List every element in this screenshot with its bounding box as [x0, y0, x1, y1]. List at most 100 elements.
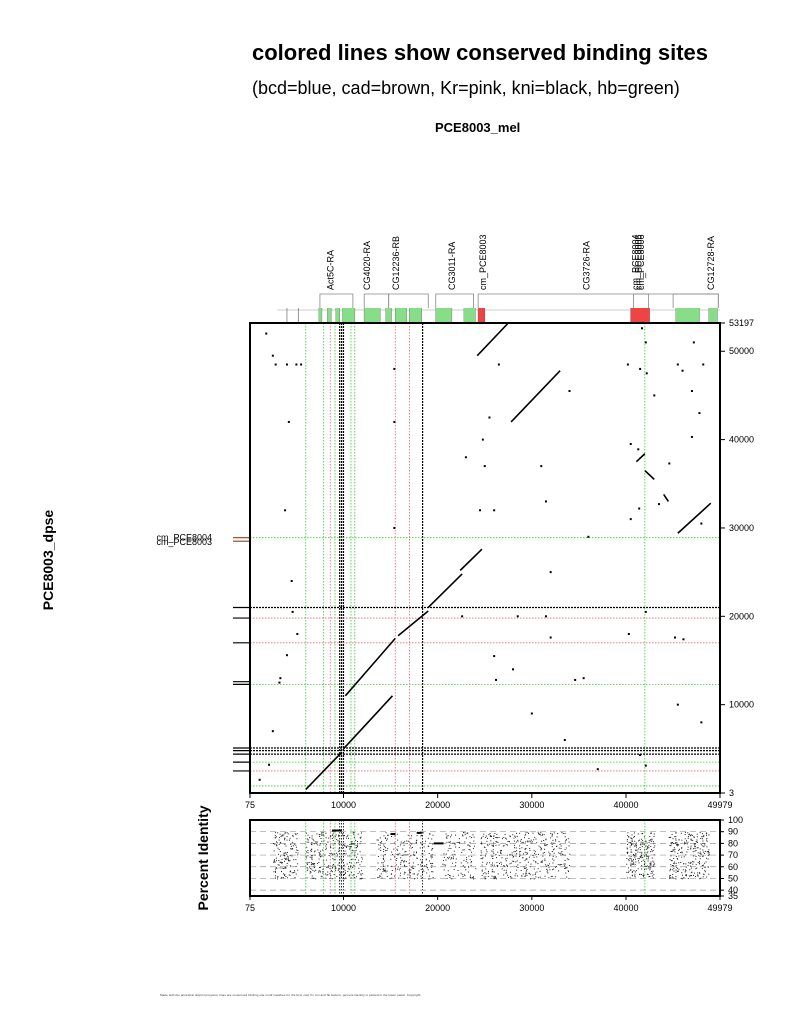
identity-dot — [309, 872, 311, 874]
identity-dot — [481, 870, 483, 872]
alignment-dot — [464, 456, 467, 459]
identity-dot — [417, 864, 419, 866]
identity-dot — [346, 837, 348, 839]
identity-dot — [274, 843, 276, 845]
identity-dot — [691, 875, 693, 877]
identity-dot — [690, 839, 692, 841]
identity-dot — [425, 858, 427, 860]
identity-dot — [690, 845, 692, 847]
identity-dot — [344, 870, 346, 872]
identity-dot — [689, 835, 691, 837]
identity-dot — [692, 863, 694, 865]
identity-dot — [426, 866, 428, 868]
identity-dot — [453, 869, 455, 871]
identity-dot — [331, 878, 333, 880]
identity-dot — [283, 855, 285, 857]
identity-dot — [653, 865, 655, 867]
identity-dot — [522, 853, 524, 855]
identity-dot — [639, 873, 641, 875]
identity-dot — [306, 841, 308, 843]
identity-dot — [294, 877, 296, 879]
identity-dot — [445, 859, 447, 861]
identity-dot — [321, 855, 323, 857]
identity-dot — [566, 876, 568, 878]
identity-dot — [701, 865, 703, 867]
identity-dot — [638, 858, 640, 860]
identity-dot — [357, 844, 359, 846]
identity-dot — [306, 877, 308, 879]
identity-dot — [481, 837, 483, 839]
identity-dot — [361, 877, 363, 879]
identity-dot — [643, 863, 645, 865]
identity-dot — [384, 868, 386, 870]
identity-dot — [385, 871, 387, 873]
identity-dot — [699, 877, 701, 879]
identity-dot — [630, 862, 632, 864]
identity-dot — [640, 855, 642, 857]
identity-dot — [427, 869, 429, 871]
identity-dot — [451, 878, 453, 880]
identity-dot — [345, 877, 347, 879]
identity-dot — [413, 851, 415, 853]
identity-dot — [641, 868, 643, 870]
x-tick-label: 75 — [245, 800, 255, 810]
identity-dot — [630, 856, 632, 858]
alignment-dot — [290, 579, 293, 582]
identity-dot — [400, 857, 402, 859]
identity-dot — [311, 855, 313, 857]
identity-dot — [703, 874, 705, 876]
identity-dot — [307, 862, 309, 864]
identity-dot — [529, 849, 531, 851]
identity-dot — [423, 846, 425, 848]
identity-dot — [649, 876, 651, 878]
identity-dot — [641, 865, 643, 867]
identity-dot — [514, 875, 516, 877]
identity-dot — [333, 859, 335, 861]
identity-dot — [279, 833, 281, 835]
identity-dot — [343, 868, 345, 870]
identity-dot — [281, 861, 283, 863]
identity-dot — [648, 866, 650, 868]
identity-dot — [678, 848, 680, 850]
identity-dot — [315, 878, 317, 880]
identity-dot — [650, 832, 652, 834]
identity-dot — [703, 873, 705, 875]
identity-dot — [670, 860, 672, 862]
identity-dot — [342, 845, 344, 847]
identity-frame — [249, 819, 721, 897]
alignment-dot — [544, 500, 547, 503]
identity-dot — [464, 874, 466, 876]
identity-dot — [634, 840, 636, 842]
identity-dot — [526, 873, 528, 875]
identity-dot — [344, 873, 346, 875]
identity-dot — [310, 864, 312, 866]
identity-dot — [356, 846, 358, 848]
identity-dot — [469, 842, 471, 844]
gene-label: Act5C-RA — [325, 250, 335, 290]
identity-y-tick-label: 60 — [728, 862, 738, 872]
alignment-dot — [627, 632, 630, 635]
identity-dot — [681, 872, 683, 874]
identity-dot — [313, 843, 315, 845]
identity-dot — [544, 859, 546, 861]
cre-label: cm_PCE8004 — [156, 533, 212, 543]
identity-dot — [471, 861, 473, 863]
identity-dot — [670, 836, 672, 838]
identity-dot — [293, 859, 295, 861]
identity-dot — [456, 841, 458, 843]
alignment-dot — [296, 632, 299, 635]
identity-dot — [461, 851, 463, 853]
identity-dot — [382, 871, 384, 873]
identity-dot — [340, 875, 342, 877]
identity-dot — [416, 858, 418, 860]
identity-dot — [524, 873, 526, 875]
alignment-dot — [657, 503, 660, 506]
identity-dot — [676, 844, 678, 846]
identity-dot — [392, 854, 394, 856]
exon-block — [675, 308, 700, 323]
identity-dot — [678, 849, 680, 851]
identity-dot — [350, 858, 352, 860]
identity-dot — [311, 859, 313, 861]
identity-dot — [452, 854, 454, 856]
identity-dot — [650, 861, 652, 863]
